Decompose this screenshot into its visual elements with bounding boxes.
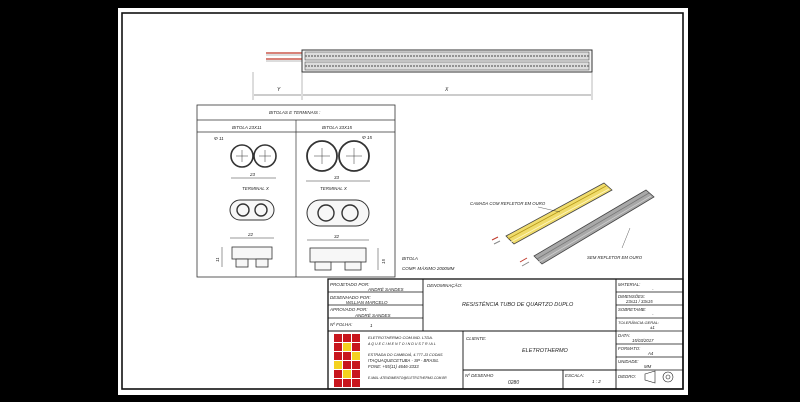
sheet-value: 1 xyxy=(370,323,373,328)
projected-label: PROJETADO POR: xyxy=(330,282,370,287)
company-address: ESTRADA DO CAMBOIÁ, 4.777-J3 CODAS xyxy=(368,353,443,357)
gauge1-diameter: Φ 11 xyxy=(214,136,224,141)
gauge2-width: 33 xyxy=(334,175,340,180)
tolerance-label: TOLERÂNCIA GERAL: xyxy=(618,320,659,325)
approved-label: APROVADO POR: xyxy=(329,307,368,312)
gauge2-height: 15 xyxy=(381,258,386,264)
company-email: E-MAIL: ATENDIMENTO@ELETROTHERMO.COM.BR xyxy=(368,376,447,380)
gauge2-terminal-label: TERMINAL X xyxy=(320,186,348,191)
material-value: - xyxy=(652,287,654,292)
top-view xyxy=(252,49,593,100)
dimension-y-label: Y xyxy=(277,87,281,93)
company-logo xyxy=(334,334,360,387)
gauge1-width: 23 xyxy=(249,172,256,177)
date-value: 15/03/2017 xyxy=(632,338,654,343)
callout-plain: SEM REFLETOR EM OURO xyxy=(587,255,643,260)
dimensions-value: 23x11 / 33x15 xyxy=(625,299,653,304)
format-value: A4 xyxy=(647,351,654,356)
callout-leader-plain xyxy=(621,227,631,249)
scale-value: 1 : 2 xyxy=(592,379,601,384)
sheet-label: Nº FOLHA: xyxy=(330,322,353,327)
client-value: ELETROTHERMO xyxy=(522,348,569,354)
dimension-x-label: X xyxy=(444,87,449,93)
client-label: CLIENTE: xyxy=(466,336,487,341)
gauge2-diameter: Φ 15 xyxy=(362,135,373,140)
iso-golden-tube xyxy=(491,182,613,245)
material-label: MATERIAL: xyxy=(618,282,641,287)
scale-label: ESCALA: xyxy=(565,373,585,378)
company-activity: A Q U E C I M E N T O I N D U S T R I A … xyxy=(367,342,436,346)
drawing-label: Nº DESENHO xyxy=(465,373,494,378)
note-gauge: BITOLA xyxy=(402,256,418,261)
company-name: ELETROTHERMO COM.IND. LTDA. xyxy=(368,335,433,340)
date-label: DATA: xyxy=(618,333,631,338)
gauge1-terminal-width: 22 xyxy=(247,232,254,237)
gauges-table xyxy=(196,104,396,278)
dimensions-label: DIMENSÕES: xyxy=(618,294,646,299)
gauges-table-title: BITOLAS E TERMINAIS : xyxy=(269,110,321,115)
unit-value: MM xyxy=(644,364,652,369)
company-city: ITAQUAQUECETUBA - SP - BRASIL xyxy=(368,358,439,363)
title-block-grid xyxy=(327,278,684,390)
gauge1-terminal-label: TERMINAL X xyxy=(242,186,270,191)
callout-leader-golden xyxy=(537,206,561,213)
denomination-label: DENOMINAÇÃO: xyxy=(427,282,463,288)
drawing-value: 0280 xyxy=(508,380,519,386)
tolerance-value: ±1 xyxy=(650,325,655,330)
approved-value: ANDRÉ SANDES xyxy=(354,312,391,318)
denomination-value: RESISTÊNCIA TUBO DE QUARTZO DUPLO xyxy=(462,300,574,308)
view-label: DIEDRO: xyxy=(618,374,637,379)
iso-plain-tube xyxy=(519,189,655,267)
gauge2-header: BITOLA 33X15 xyxy=(322,125,353,130)
surface-label: SOBRETAMB: xyxy=(618,307,647,312)
company-phone: FONE: +55(11) 4646-3333 xyxy=(368,364,419,369)
note-max-length: COMP. MÁXIMO 2000MM xyxy=(402,265,455,271)
projected-value: ANDRÉ SANDES xyxy=(367,286,404,292)
drawn-label: DESENHADO POR: xyxy=(330,295,372,300)
gauge2-terminal-width: 32 xyxy=(334,234,340,239)
surface-value: - xyxy=(652,312,654,317)
unit-label: UNIDADE: xyxy=(618,359,639,364)
drawn-value: WILLIAN MARCELO xyxy=(346,300,388,305)
gauge1-height: 11 xyxy=(215,257,220,262)
format-label: FORMATO: xyxy=(618,346,641,351)
gauge1-header: BITOLA 23X11 xyxy=(232,125,262,130)
callout-golden: CAMADA COM REFLETOR EM OURO xyxy=(470,201,546,206)
first-angle-projection-icon xyxy=(644,370,674,384)
